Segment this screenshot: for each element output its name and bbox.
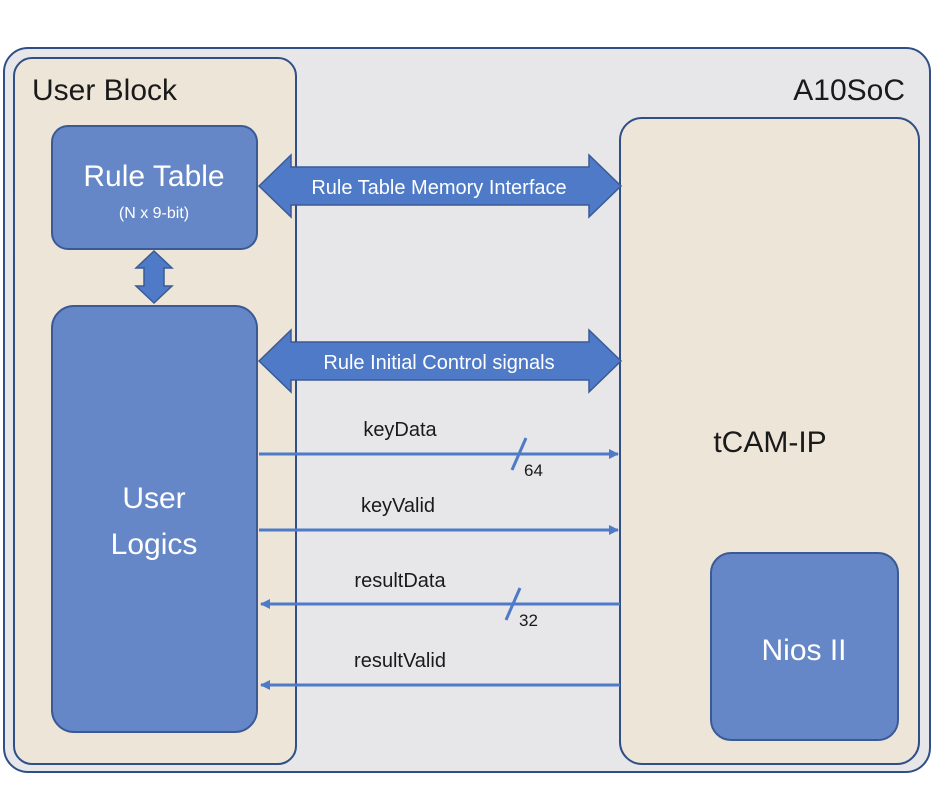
key-data-label: keyData xyxy=(363,419,437,441)
nios-ii-title: Nios II xyxy=(761,634,846,667)
control-signals-arrow xyxy=(257,328,623,394)
result-valid-label: resultValid xyxy=(354,650,446,672)
tcam-ip-title: tCAM-IP xyxy=(713,426,826,459)
user-block-title: User Block xyxy=(32,74,178,107)
control-signals-label: Rule Initial Control signals xyxy=(323,352,554,374)
rule-table-logics-arrow xyxy=(134,249,174,305)
rule-table-title: Rule Table xyxy=(83,160,224,193)
key-data-width: 64 xyxy=(524,461,543,480)
result-data-width: 32 xyxy=(519,611,538,630)
user-logics-line1: User xyxy=(122,482,185,515)
memory-interface-label: Rule Table Memory Interface xyxy=(311,177,566,199)
user-logics-line2: Logics xyxy=(111,528,198,561)
rule-table-subtitle: (N x 9-bit) xyxy=(119,205,189,222)
user-logics-block xyxy=(51,305,258,733)
rule-table-block xyxy=(51,125,258,250)
a10soc-title: A10SoC xyxy=(793,74,905,107)
key-data-bus-slash xyxy=(510,437,528,471)
memory-interface-arrow xyxy=(257,153,623,219)
key-valid-label: keyValid xyxy=(361,495,435,517)
nios-ii-block xyxy=(710,552,899,741)
result-data-bus-slash xyxy=(504,587,522,621)
result-data-label: resultData xyxy=(354,570,446,592)
